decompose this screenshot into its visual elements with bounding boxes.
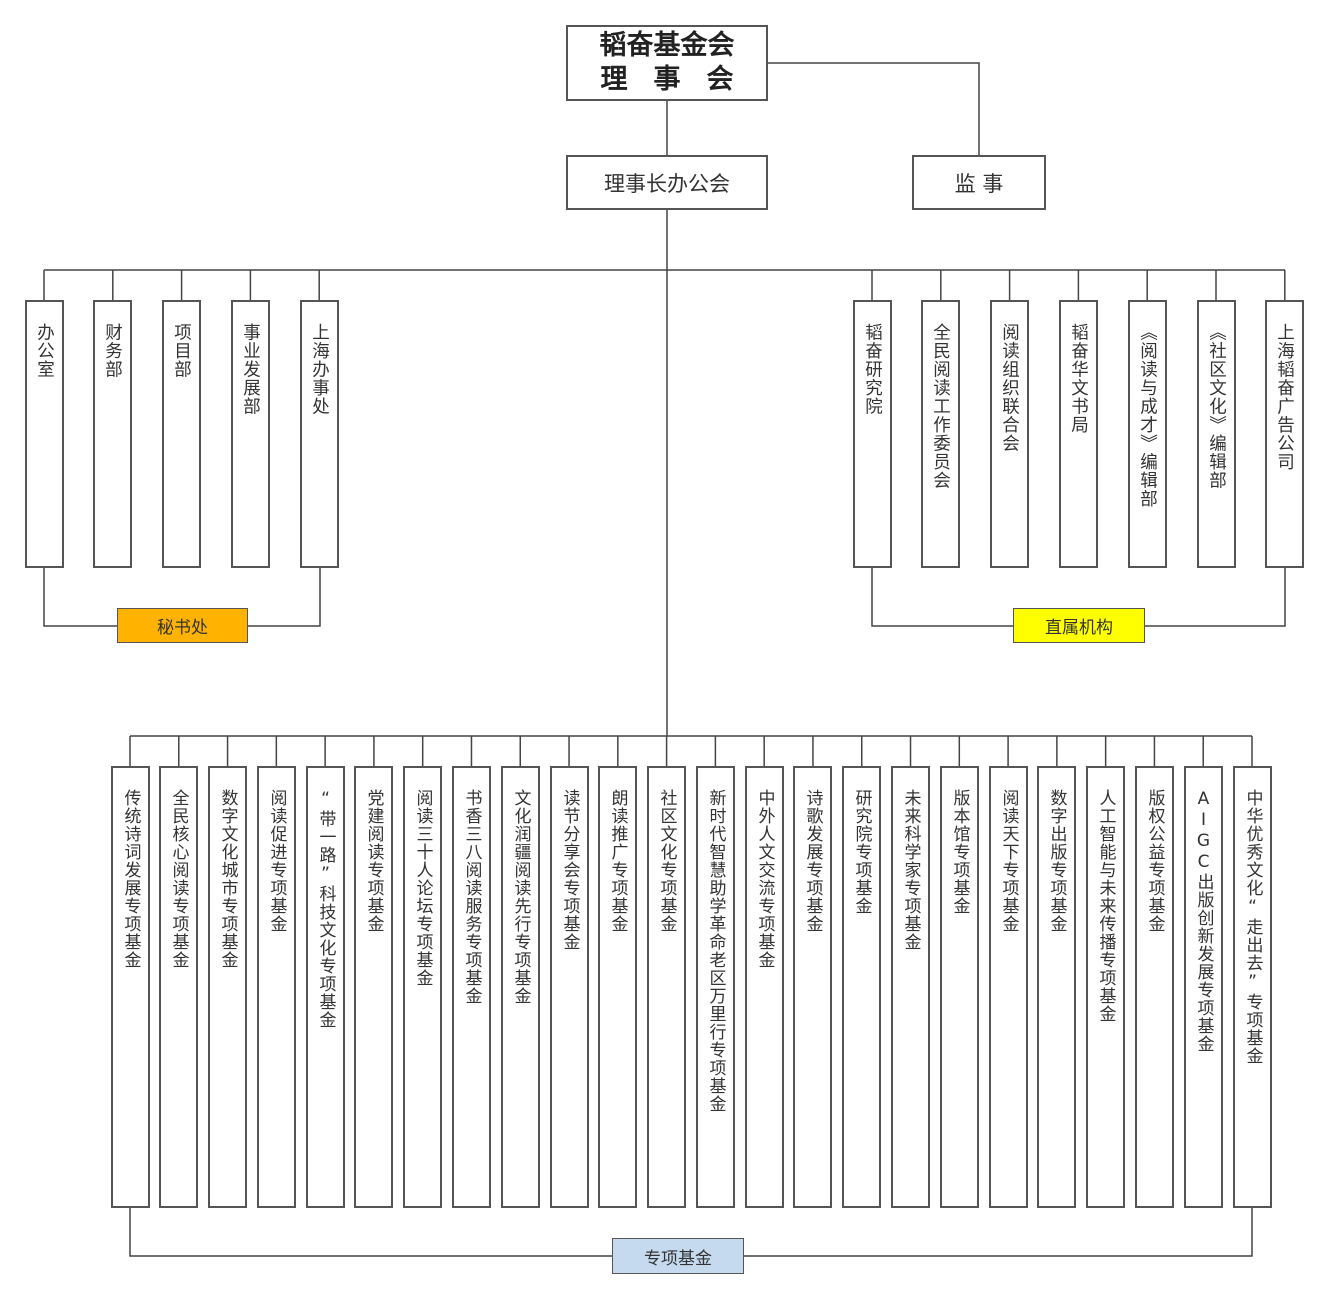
fund-box: 阅读三十人论坛专项基金	[403, 766, 442, 1208]
fund-box-label: 读节分享会专项基金	[559, 789, 580, 951]
fund-box-label: 数字文化城市专项基金	[217, 789, 238, 969]
fund-box: 传统诗词发展专项基金	[111, 766, 150, 1208]
board-title-line2: 理事会	[600, 64, 760, 95]
affiliated-unit-box: 全民阅读工作委员会	[921, 300, 960, 568]
fund-box: 人工智能与未来传播专项基金	[1086, 766, 1125, 1208]
affiliated-unit-box: 韬奋华文书局	[1059, 300, 1098, 568]
chairman-office-label: 理事长办公会	[604, 171, 730, 196]
fund-box: 版权公益专项基金	[1135, 766, 1174, 1208]
fund-box-label: 版权公益专项基金	[1144, 789, 1165, 933]
affiliated-unit-box: 《阅读与成才》编辑部	[1128, 300, 1167, 568]
affiliated-unit-box-label: 全民阅读工作委员会	[930, 323, 951, 490]
fund-box-label: 社区文化专项基金	[656, 789, 677, 933]
fund-box-label: 阅读三十人论坛专项基金	[412, 789, 433, 987]
fund-box: 阅读天下专项基金	[989, 766, 1028, 1208]
board-of-directors-box: 韬奋基金会 理事会	[566, 25, 768, 101]
funds-label-box: 专项基金	[612, 1238, 744, 1274]
affiliated-unit-box-label: 上海韬奋广告公司	[1274, 323, 1295, 471]
fund-box: 数字文化城市专项基金	[208, 766, 247, 1208]
fund-box-label: 研究院专项基金	[851, 789, 872, 915]
secretariat-dept-box: 财务部	[93, 300, 132, 568]
fund-box-label: 文化润疆阅读先行专项基金	[510, 789, 531, 1005]
fund-box: 阅读促进专项基金	[257, 766, 296, 1208]
fund-box: 版本馆专项基金	[940, 766, 979, 1208]
fund-box: AIGC出版创新发展专项基金	[1184, 766, 1223, 1208]
fund-box-label: 中外人文交流专项基金	[754, 789, 775, 969]
fund-box-label: AIGC出版创新发展专项基金	[1193, 789, 1214, 1053]
fund-box: 研究院专项基金	[842, 766, 881, 1208]
fund-box: 全民核心阅读专项基金	[159, 766, 198, 1208]
fund-box: 朗读推广专项基金	[598, 766, 637, 1208]
affiliated-unit-box-label: 韬奋华文书局	[1068, 323, 1089, 434]
affiliated-unit-box-label: 《阅读与成才》编辑部	[1137, 323, 1158, 508]
secretariat-label-box: 秘书处	[117, 608, 248, 643]
secretariat-dept-box-label: 项目部	[171, 323, 192, 379]
fund-box: 新时代智慧助学革命老区万里行专项基金	[696, 766, 735, 1208]
fund-box: 诗歌发展专项基金	[793, 766, 832, 1208]
fund-box-label: 朗读推广专项基金	[607, 789, 628, 933]
fund-box: 中外人文交流专项基金	[745, 766, 784, 1208]
fund-box-label: 阅读促进专项基金	[266, 789, 287, 933]
fund-box: “带一路”科技文化专项基金	[306, 766, 345, 1208]
fund-box-label: 版本馆专项基金	[949, 789, 970, 915]
supervisor-box: 监 事	[912, 155, 1046, 210]
secretariat-dept-box-label: 财务部	[102, 323, 123, 379]
board-title-line1: 韬奋基金会	[599, 30, 735, 61]
affiliated-label: 直属机构	[1045, 618, 1113, 638]
affiliated-label-box: 直属机构	[1013, 608, 1145, 643]
fund-box-label: 传统诗词发展专项基金	[120, 789, 141, 969]
secretariat-dept-box-label: 办公室	[34, 323, 55, 379]
secretariat-dept-box-label: 事业发展部	[240, 323, 261, 416]
secretariat-dept-box: 上海办事处	[300, 300, 339, 568]
fund-box: 社区文化专项基金	[647, 766, 686, 1208]
fund-box-label: 全民核心阅读专项基金	[168, 789, 189, 969]
fund-box: 党建阅读专项基金	[354, 766, 393, 1208]
affiliated-unit-box-label: 阅读组织联合会	[999, 323, 1020, 453]
fund-box-label: 诗歌发展专项基金	[802, 789, 823, 933]
chairman-office-box: 理事长办公会	[566, 155, 768, 210]
fund-box-label: 未来科学家专项基金	[900, 789, 921, 951]
secretariat-dept-box: 办公室	[25, 300, 64, 568]
fund-box: 数字出版专项基金	[1037, 766, 1076, 1208]
secretariat-dept-box: 项目部	[162, 300, 201, 568]
fund-box: 中华优秀文化“走出去”专项基金	[1233, 766, 1272, 1208]
secretariat-dept-box-label: 上海办事处	[309, 323, 330, 416]
affiliated-unit-box: 《社区文化》编辑部	[1197, 300, 1236, 568]
fund-box-label: 中华优秀文化“走出去”专项基金	[1242, 789, 1263, 1065]
funds-label: 专项基金	[644, 1248, 712, 1269]
affiliated-unit-box-label: 《社区文化》编辑部	[1206, 323, 1227, 490]
affiliated-unit-box: 上海韬奋广告公司	[1265, 300, 1304, 568]
secretariat-label: 秘书处	[157, 618, 208, 638]
fund-box-label: 书香三八阅读服务专项基金	[461, 789, 482, 1005]
affiliated-unit-box: 阅读组织联合会	[990, 300, 1029, 568]
fund-box: 读节分享会专项基金	[550, 766, 589, 1208]
fund-box-label: 人工智能与未来传播专项基金	[1095, 789, 1116, 1023]
fund-box-label: 数字出版专项基金	[1046, 789, 1067, 933]
affiliated-unit-box: 韬奋研究院	[853, 300, 892, 568]
fund-box: 书香三八阅读服务专项基金	[452, 766, 491, 1208]
fund-box-label: 党建阅读专项基金	[363, 789, 384, 933]
secretariat-dept-box: 事业发展部	[231, 300, 270, 568]
fund-box: 未来科学家专项基金	[891, 766, 930, 1208]
fund-box-label: 新时代智慧助学革命老区万里行专项基金	[705, 789, 726, 1113]
fund-box: 文化润疆阅读先行专项基金	[501, 766, 540, 1208]
affiliated-unit-box-label: 韬奋研究院	[862, 323, 883, 416]
fund-box-label: “带一路”科技文化专项基金	[315, 789, 336, 1029]
fund-box-label: 阅读天下专项基金	[998, 789, 1019, 933]
supervisor-label: 监 事	[954, 171, 1004, 196]
